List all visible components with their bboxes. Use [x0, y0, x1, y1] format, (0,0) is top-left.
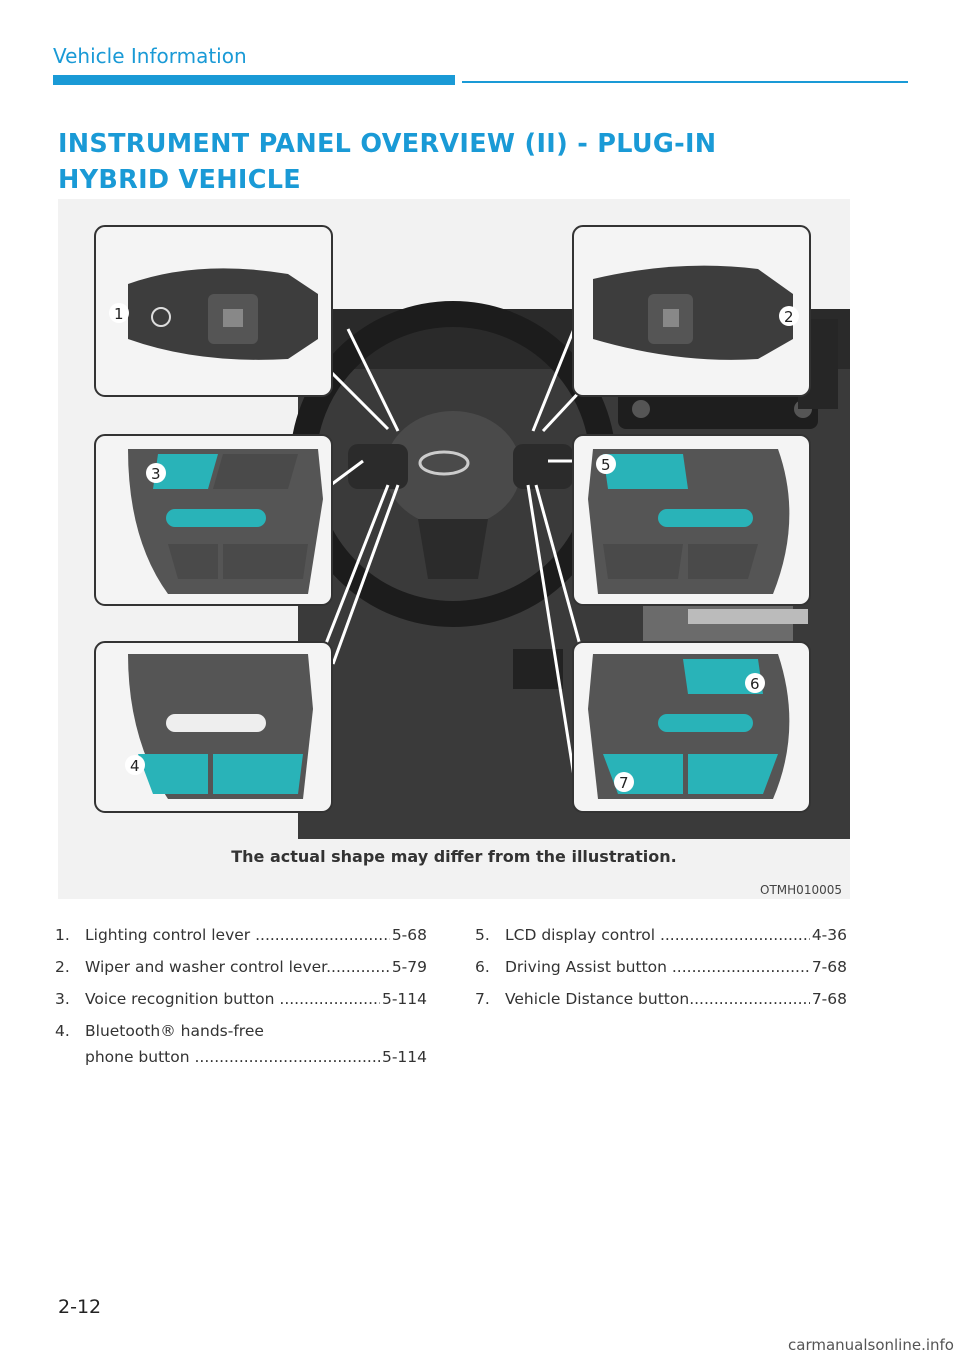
- inset-lighting-lever: [94, 225, 333, 397]
- list-item: 5. LCD display control .................…: [475, 926, 847, 944]
- section-title: Vehicle Information: [53, 44, 247, 68]
- svg-text:6: 6: [750, 675, 760, 693]
- header-bar-thin: [462, 81, 908, 83]
- callout-5: 5: [596, 454, 616, 474]
- svg-text:3: 3: [151, 465, 161, 483]
- item-list-left: 1. Lighting control lever ..............…: [55, 926, 427, 1080]
- svg-text:4: 4: [130, 757, 140, 775]
- figure-code: OTMH010005: [760, 883, 842, 897]
- callout-7: 7: [614, 772, 634, 792]
- callout-6: 6: [745, 673, 765, 693]
- list-item: 1. Lighting control lever ..............…: [55, 926, 427, 944]
- inset-driving-assist: [572, 641, 811, 813]
- list-item: 2. Wiper and washer control lever.......…: [55, 958, 427, 976]
- inset-voice-recognition: [94, 434, 333, 606]
- callout-4: 4: [125, 755, 145, 775]
- header-bar-thick: [53, 75, 455, 85]
- instrument-panel-illustration: 1 2 3 4 5 6 7: [94, 225, 850, 839]
- list-item: 6. Driving Assist button ...............…: [475, 958, 847, 976]
- callout-2: 2: [779, 306, 799, 326]
- figure-caption: The actual shape may differ from the ill…: [231, 847, 677, 866]
- page-heading: INSTRUMENT PANEL OVERVIEW (II) - PLUG-IN…: [58, 129, 717, 195]
- list-item: 3. Voice recognition button ............…: [55, 990, 427, 1008]
- inset-lcd-display-control: [572, 434, 811, 606]
- svg-text:5: 5: [601, 456, 611, 474]
- inset-bluetooth-phone: [94, 641, 333, 813]
- list-item: 7. Vehicle Distance button..............…: [475, 990, 847, 1008]
- svg-text:7: 7: [619, 774, 629, 792]
- page-number: 2-12: [58, 1296, 102, 1318]
- svg-text:1: 1: [114, 305, 124, 323]
- list-item: 4. Bluetooth® hands-free phone button ..…: [55, 1022, 427, 1066]
- watermark: carmanualsonline.info: [788, 1336, 954, 1354]
- callout-3: 3: [146, 463, 166, 483]
- callout-1: 1: [109, 303, 129, 323]
- inset-wiper-lever: [572, 225, 811, 397]
- item-list-right: 5. LCD display control .................…: [475, 926, 847, 1022]
- instrument-panel-figure: 1 2 3 4 5 6 7 The actual shape may diffe…: [58, 199, 850, 899]
- svg-text:2: 2: [784, 308, 794, 326]
